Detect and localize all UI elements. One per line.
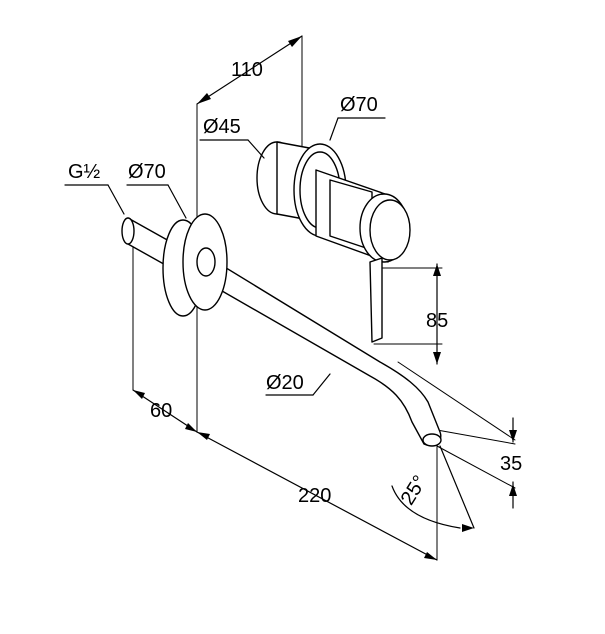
dimension-lines <box>132 35 517 561</box>
control-body <box>256 141 411 263</box>
dim-rosette-offset: 60 <box>150 400 172 422</box>
dim-spout-diameter: Ø20 <box>266 372 304 394</box>
spout <box>195 251 442 447</box>
dim-angle: 25° <box>397 472 432 509</box>
leader-lines <box>64 117 386 396</box>
dim-projection: 220 <box>298 485 331 507</box>
dim-handle-height: 85 <box>426 310 448 332</box>
dim-total-depth: 110 <box>231 59 263 81</box>
rosette <box>162 213 228 317</box>
dim-spout-drop: 35 <box>500 453 522 475</box>
dim-cartridge-diameter: Ø45 <box>203 116 241 138</box>
dim-rosette-diameter: Ø70 <box>128 161 166 183</box>
dim-thread: G½ <box>68 161 101 183</box>
dim-control-diameter: Ø70 <box>340 94 378 116</box>
lever-handle <box>369 257 383 343</box>
